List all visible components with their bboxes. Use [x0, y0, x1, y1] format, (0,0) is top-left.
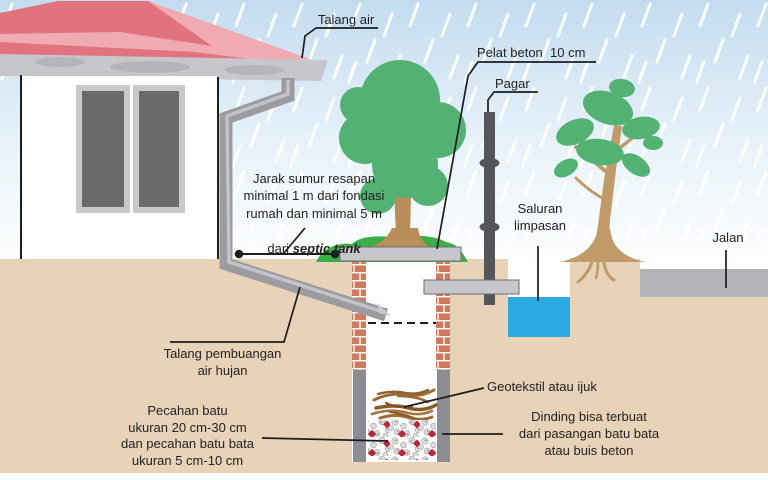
brick-wall-left [352, 262, 366, 370]
leader-lines [170, 27, 727, 442]
tree-small-canopy [554, 78, 663, 178]
leader-talang-air [301, 27, 378, 59]
brick-wall-right [436, 262, 450, 370]
leader-talang-pembuangan [170, 286, 301, 343]
leader-pecahan-batu [261, 437, 389, 442]
tree-large [339, 60, 466, 235]
leader-jarak-note [283, 227, 306, 254]
window-right [133, 85, 185, 213]
ijuk-layer [370, 388, 438, 421]
gutter-shading [35, 57, 285, 75]
distance-line [234, 249, 340, 259]
well-wall-right [437, 370, 450, 462]
infiltration-well [352, 262, 450, 462]
concrete-slab-top [339, 246, 462, 262]
pipe-tip-bevel [377, 303, 391, 316]
leader-geotekstil [403, 387, 485, 408]
fence-post [479, 112, 500, 305]
road-cut [640, 259, 768, 269]
water-pool [508, 297, 570, 337]
leader-pagar [487, 91, 538, 112]
overflow-slab [423, 279, 520, 295]
downspout-pipe [219, 78, 391, 322]
tree-small [554, 78, 663, 284]
roof-dark-upper [0, 1, 212, 46]
tree-large-canopy [339, 60, 466, 214]
road-surface [640, 269, 768, 297]
leader-pelat-beton [436, 61, 596, 250]
house [0, 1, 328, 259]
well-wall-left [353, 370, 366, 462]
window-left [76, 85, 130, 213]
